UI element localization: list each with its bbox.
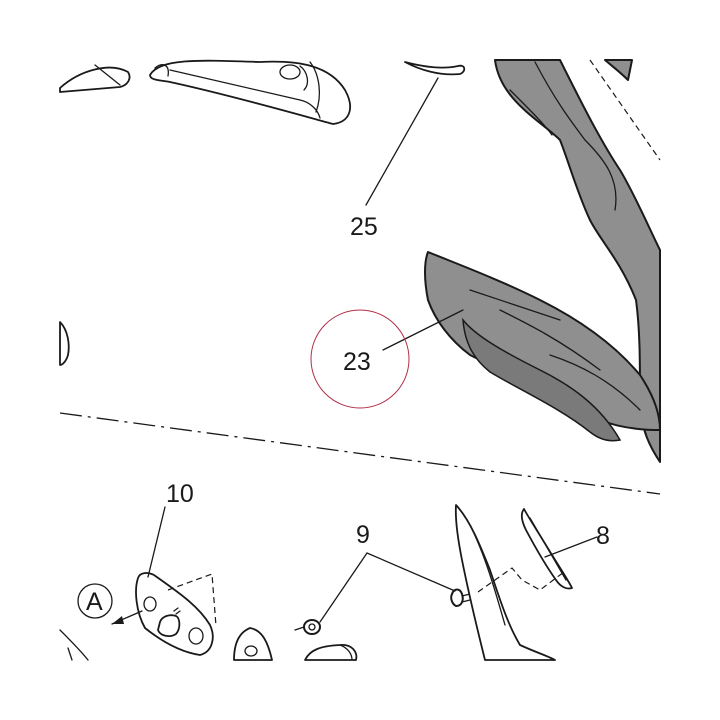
callout-8: 8: [596, 522, 610, 550]
leader-25: [365, 77, 439, 206]
part-9: [294, 552, 479, 635]
leader-10: [147, 506, 166, 578]
highlight-circle-23: [310, 309, 410, 409]
callout-25: 25: [350, 213, 378, 241]
part-23: [382, 251, 661, 442]
leader-8: [544, 536, 598, 558]
part-top-left-cowl: [59, 59, 351, 125]
part-10: [135, 506, 217, 656]
reference-a-indicator: [77, 583, 143, 625]
leader-9b: [366, 552, 456, 592]
callout-23: 23: [343, 348, 371, 376]
leader-23: [382, 309, 464, 351]
part-left-edge-fragment: [59, 321, 70, 366]
leader-9a: [319, 552, 368, 623]
separator-line: [59, 412, 661, 495]
part-lower-left-fragment: [59, 629, 89, 661]
callout-10: 10: [166, 480, 194, 508]
part-8: [454, 504, 598, 661]
callout-a: A: [86, 588, 103, 616]
part-25: [365, 61, 466, 206]
part-bottom-mount: [233, 627, 358, 661]
callout-9: 9: [356, 521, 370, 549]
